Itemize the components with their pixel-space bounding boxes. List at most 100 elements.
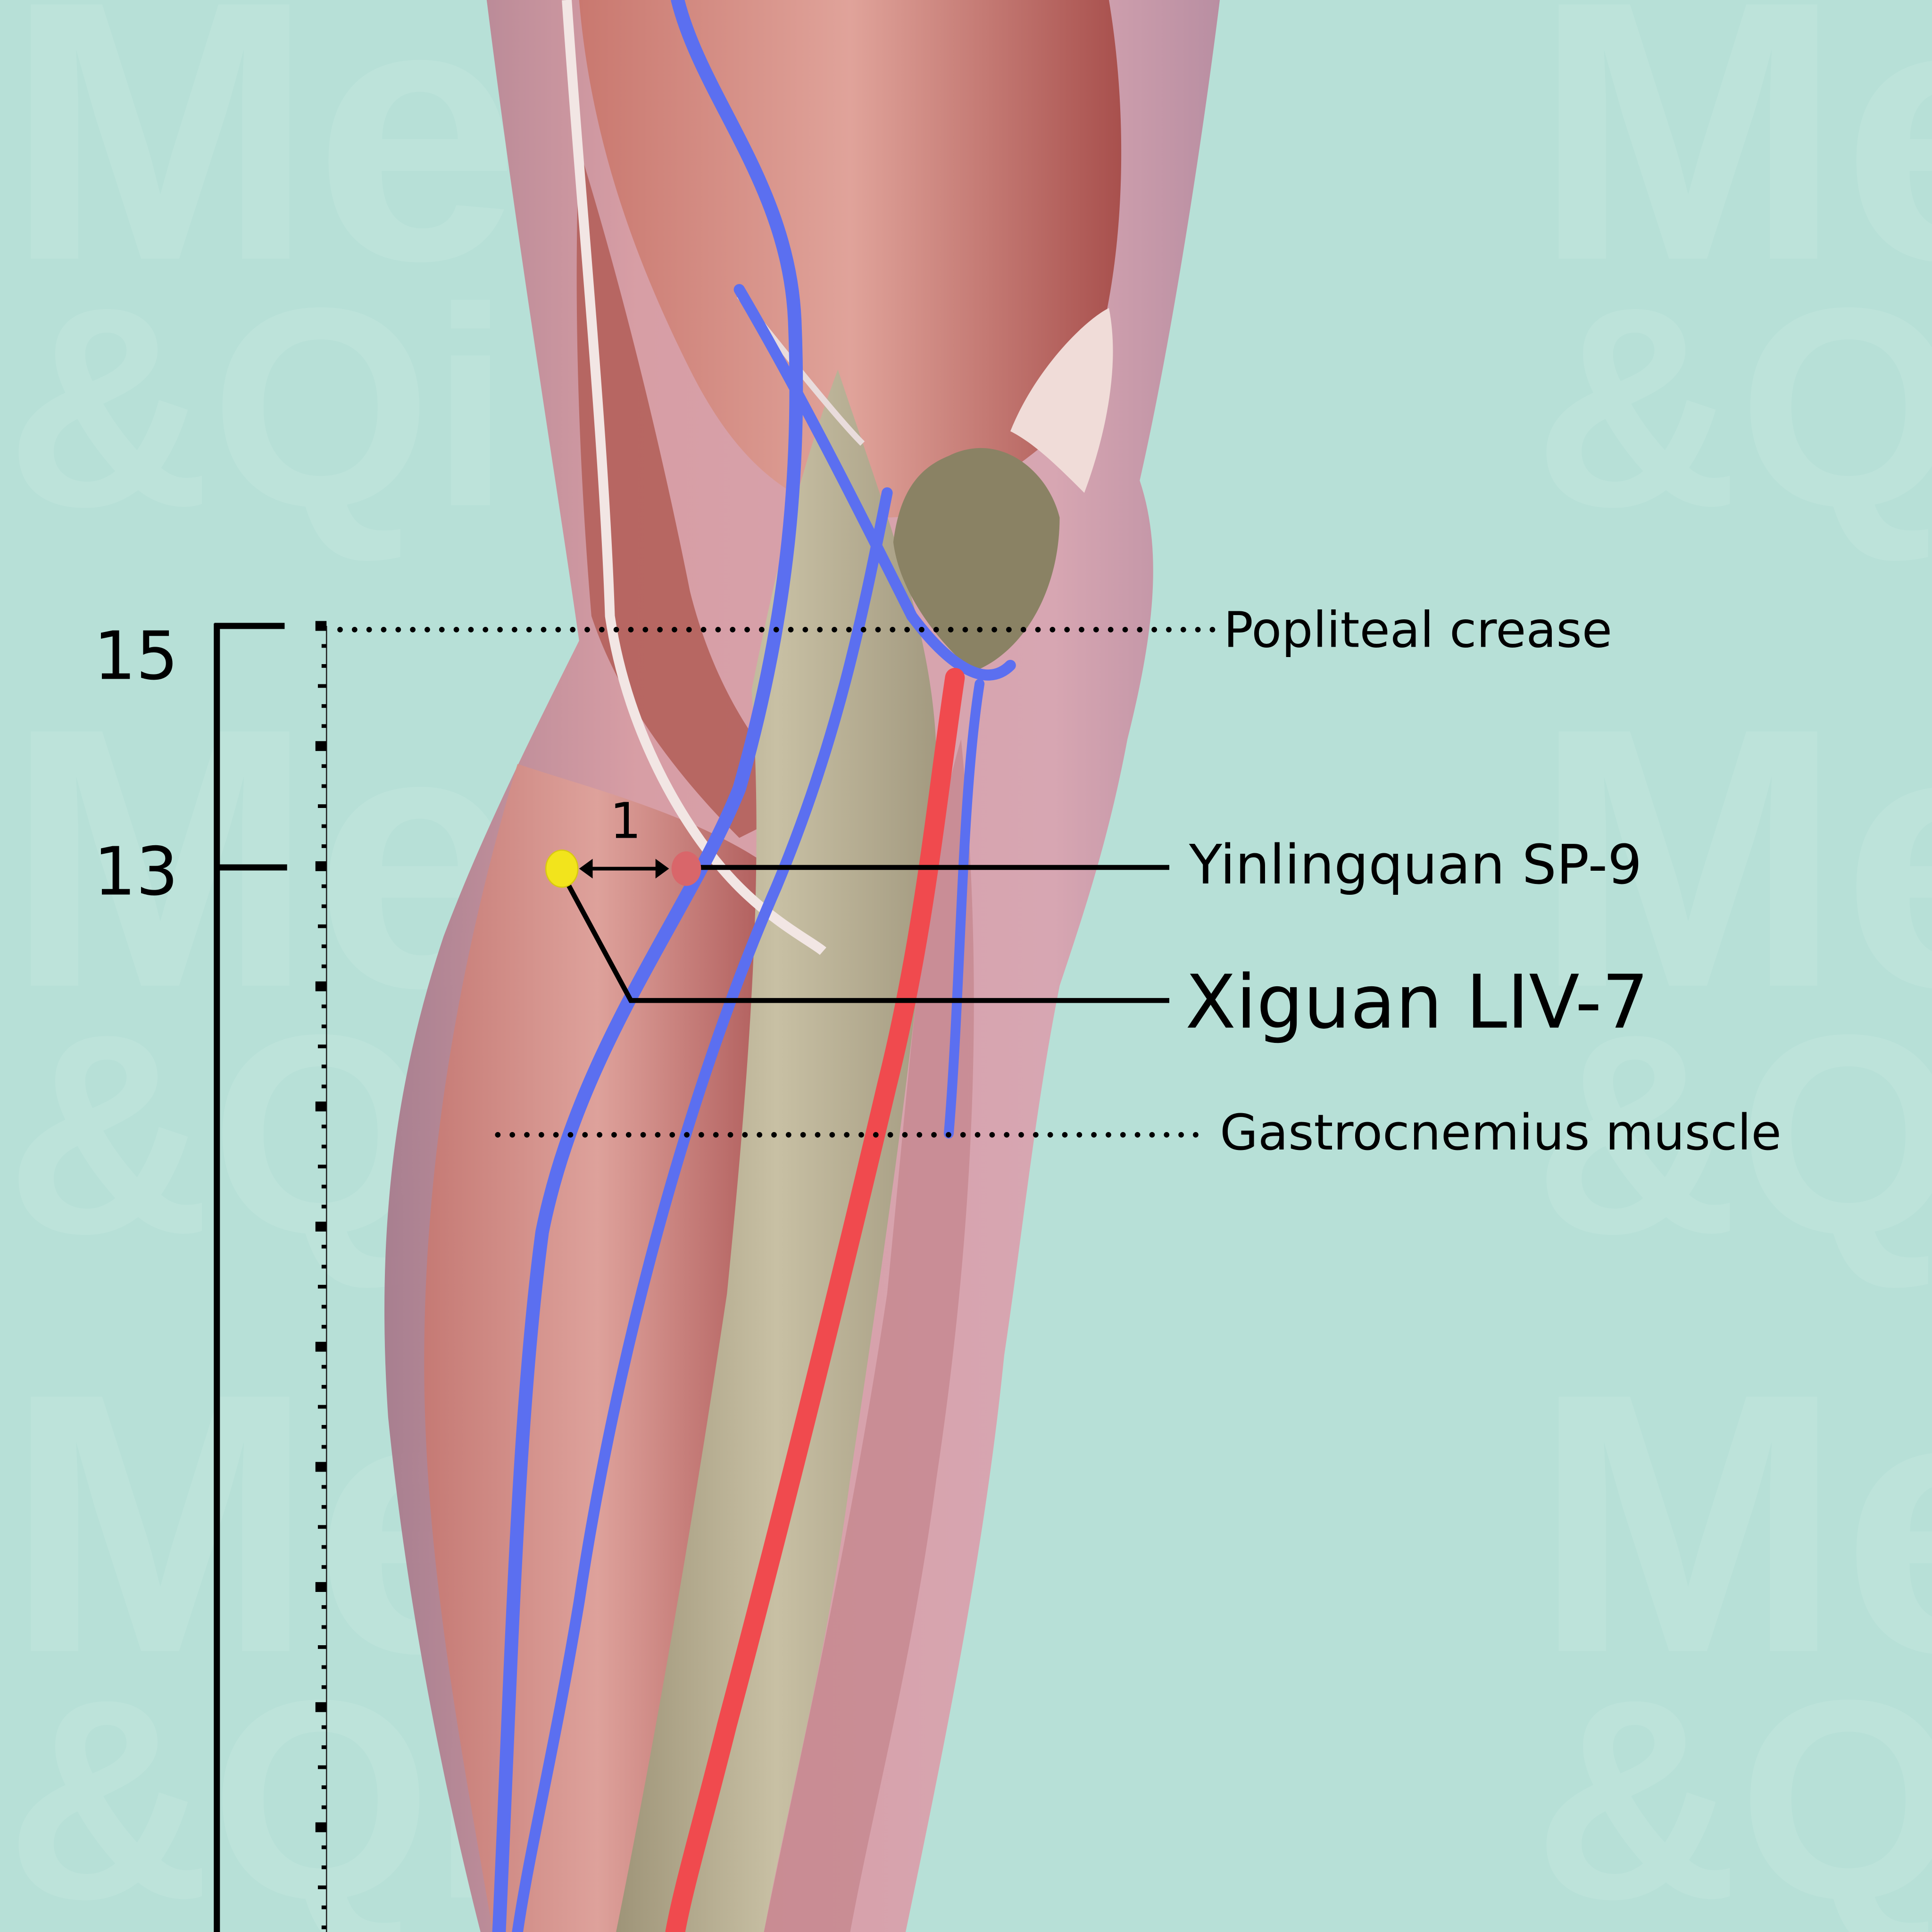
ruler-tick <box>321 724 327 728</box>
ruler-tick <box>315 981 327 991</box>
ruler-tick <box>321 964 327 968</box>
ruler-tick <box>321 904 327 908</box>
ruler-tick <box>317 1405 327 1409</box>
ruler-tick <box>321 1505 327 1509</box>
distance-measure: 1 <box>579 792 669 879</box>
ruler-tick <box>315 1702 327 1712</box>
tendon <box>1010 308 1113 493</box>
ruler-tick <box>321 1925 327 1930</box>
ruler-tick <box>321 1205 327 1208</box>
watermark-text: &Qi <box>1534 1641 1932 1932</box>
ruler-tick <box>321 1004 327 1008</box>
ruler-tick <box>321 1064 327 1068</box>
ruler-tick <box>321 824 327 828</box>
arrow-right-icon <box>655 858 669 879</box>
watermark-text: Me <box>1534 652 1932 1065</box>
ruler-tick <box>317 684 327 688</box>
watermark-text: Me <box>1534 0 1932 338</box>
ruler-tick <box>315 1582 327 1592</box>
ruler-tick <box>321 1725 327 1729</box>
ruler-tick <box>321 1845 327 1849</box>
ruler-tick <box>315 1822 327 1832</box>
ruler-tick <box>317 1645 327 1649</box>
ruler-tick <box>321 1385 327 1389</box>
ruler-tick <box>321 1485 327 1489</box>
ruler-tick <box>321 1785 327 1789</box>
ruler-tick <box>315 741 327 751</box>
ruler-tick <box>321 1365 327 1369</box>
ruler-tick <box>317 804 327 808</box>
ruler-tick <box>321 844 327 848</box>
popliteal-crease-label: Popliteal crease <box>1224 601 1612 658</box>
hamstring-muscle <box>576 148 814 838</box>
ruler-tick <box>321 1865 327 1869</box>
measure-label: 1 <box>610 792 641 849</box>
ruler-tick <box>321 1545 327 1549</box>
ruler-tick <box>315 1341 327 1352</box>
ruler-tick <box>321 1605 327 1609</box>
ruler-tick <box>321 1625 327 1629</box>
scale-label-15: 15 <box>94 617 178 695</box>
ruler-tick <box>317 1165 327 1169</box>
ruler-tick <box>315 1101 327 1112</box>
ruler-tick <box>315 861 327 871</box>
ruler-tick <box>321 1184 327 1189</box>
cun-scale: 15 13 <box>94 617 327 1932</box>
ruler-tick <box>321 1124 327 1129</box>
popliteal-artery <box>665 667 965 1932</box>
ruler-tick <box>321 1084 327 1089</box>
watermark-text: Me <box>6 0 520 338</box>
ruler-tick <box>321 644 327 648</box>
watermark-text: Me <box>1534 1317 1932 1730</box>
ruler-tick <box>321 1265 327 1269</box>
xiguan-label: Xiguan LIV-7 <box>1185 959 1649 1045</box>
ruler-tick <box>317 1885 327 1890</box>
sartorius-tendon <box>562 0 826 955</box>
ruler-tick <box>321 1445 327 1449</box>
watermark-text: &Qi <box>1534 976 1932 1292</box>
yinlingquan-point[interactable] <box>671 851 701 886</box>
watermark-text: &Qi <box>6 1641 510 1932</box>
ruler-tick <box>321 1305 327 1309</box>
ruler-tick <box>317 924 327 928</box>
ruler-tick <box>315 1462 327 1472</box>
leg-illustration <box>384 0 1220 1932</box>
ruler-tick <box>321 1425 327 1429</box>
ruler-tick <box>321 1565 327 1569</box>
right-muscle <box>764 739 974 1932</box>
ruler-tick <box>321 764 327 768</box>
thigh-muscle <box>579 0 1122 518</box>
xiguan-leader-line <box>562 876 1170 1003</box>
ruler-ticks <box>315 621 327 1930</box>
ruler-tick <box>321 884 327 888</box>
ruler-tick <box>321 1745 327 1749</box>
ruler-tick <box>315 1222 327 1232</box>
ruler-tick <box>321 664 327 668</box>
xiguan-point[interactable] <box>545 849 579 888</box>
ruler-tick <box>321 944 327 949</box>
posterior-vein <box>943 679 985 1139</box>
ruler-tick <box>321 1144 327 1149</box>
ruler-tick <box>315 621 327 631</box>
popliteal-vein <box>733 284 1016 681</box>
gastrocnemius-label: Gastrocnemius muscle <box>1220 1104 1782 1161</box>
watermark-text: &Qi <box>1534 249 1932 566</box>
ruler-tick <box>321 784 327 788</box>
arrow-left-icon <box>579 858 593 879</box>
ruler-tick <box>321 1905 327 1909</box>
ruler-tick <box>321 1685 327 1689</box>
scale-label-13: 13 <box>94 833 178 910</box>
ruler-tick <box>321 1805 327 1809</box>
ruler-tick <box>317 1765 327 1769</box>
ruler-tick <box>317 1525 327 1529</box>
tibia-bone <box>616 369 937 1932</box>
femoral-condyle <box>893 448 1060 672</box>
ruler-tick <box>321 1245 327 1249</box>
ruler-tick <box>321 704 327 708</box>
ruler-tick <box>321 1324 327 1329</box>
watermark-text: &Qi <box>6 249 510 566</box>
ruler-tick <box>317 1044 327 1049</box>
small-saphenous-vein <box>512 487 893 1932</box>
